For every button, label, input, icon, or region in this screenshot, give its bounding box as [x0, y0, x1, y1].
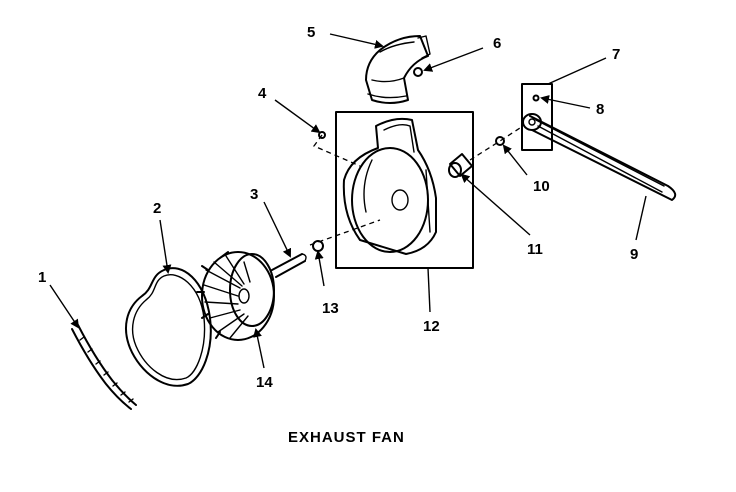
- callout-8: 8: [596, 101, 604, 118]
- part-13-nut: [312, 240, 324, 252]
- part-8-bolt: [532, 94, 540, 102]
- part-10-washer: [495, 136, 505, 146]
- callout-14: 14: [256, 374, 273, 391]
- part-6-clamp-screw: [413, 67, 423, 77]
- part-9-arm: [522, 113, 677, 201]
- assembly-lines: [309, 127, 521, 246]
- callout-11: 11: [527, 241, 543, 258]
- callout-12: 12: [423, 318, 440, 335]
- part-3-pin: [271, 253, 307, 278]
- part-4-screw: [318, 131, 326, 139]
- part-5-elbow-vent: [365, 35, 431, 104]
- part-11-bushing: [448, 153, 473, 178]
- callout-4: 4: [258, 85, 267, 102]
- part-7-mount-plate: [521, 83, 553, 151]
- part-14-fan-wheel: [196, 251, 275, 341]
- diagram-caption: EXHAUST FAN: [288, 429, 405, 446]
- callout-10: 10: [533, 178, 550, 195]
- callout-6: 6: [493, 35, 501, 52]
- leader-lines: [49, 33, 647, 369]
- callout-13: 13: [322, 300, 339, 317]
- callout-7: 7: [612, 46, 620, 63]
- callout-9: 9: [630, 246, 638, 263]
- callout-5: 5: [307, 24, 315, 41]
- part-2-gasket: [125, 267, 212, 387]
- callout-2: 2: [153, 200, 161, 217]
- callout-3: 3: [250, 186, 258, 203]
- part-12-fan-housing: [335, 111, 474, 269]
- callout-1: 1: [38, 269, 46, 286]
- part-1-gasket-strip: [71, 324, 137, 410]
